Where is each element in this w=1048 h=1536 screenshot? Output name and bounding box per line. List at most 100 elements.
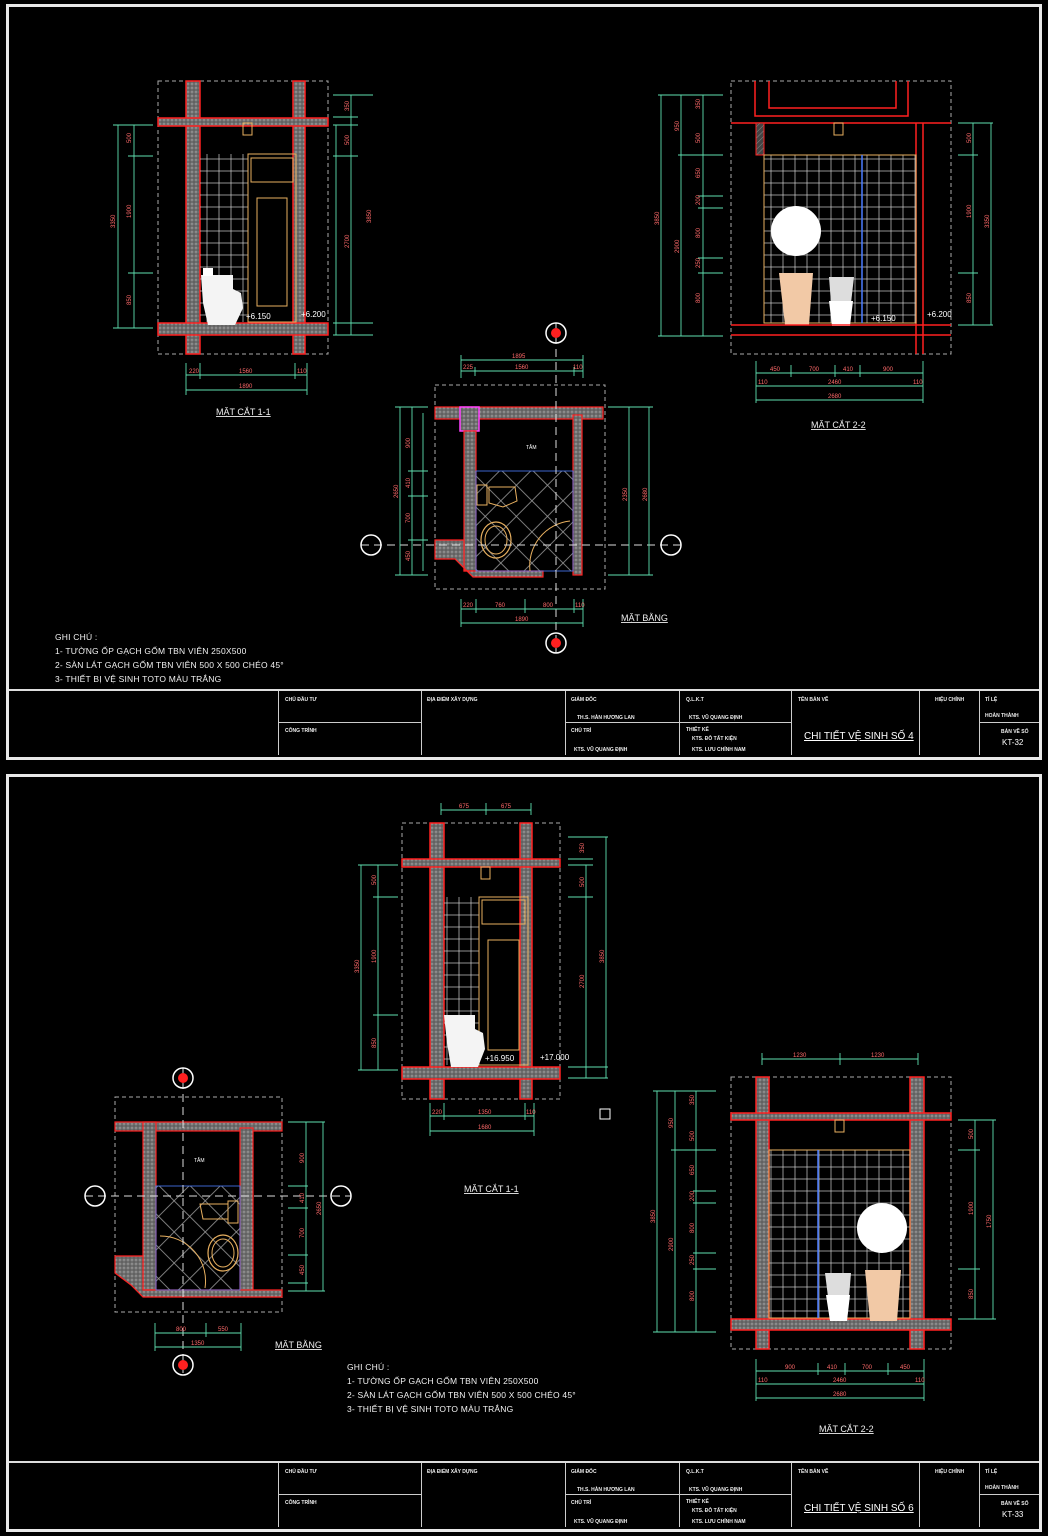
label-chu-tri: CHỦ TRÌ [571,1500,592,1506]
section-marker-bottom-icon [172,1354,194,1376]
svg-text:500: 500 [372,874,378,885]
svg-text:1230: 1230 [871,1053,885,1059]
section-marker-left-icon [360,534,382,556]
label-chu-dau-tu: CHỦ ĐẦU TƯ [285,1469,317,1475]
svg-text:2350: 2350 [623,487,629,501]
drawing-name: CHI TIẾT VỆ SINH SỐ 6 [804,1503,914,1514]
svg-text:500: 500 [127,132,133,143]
label-hieu-chinh: HIỆU CHỈNH [935,697,965,703]
svg-text:2680: 2680 [833,1392,847,1398]
general-notes: GHI CHÚ : 1- TƯỜNG ỐP GẠCH GỐM TBN VIÊN … [55,630,284,686]
svg-text:110: 110 [575,603,585,609]
svg-text:1895: 1895 [512,354,526,360]
svg-text:2900: 2900 [669,1237,675,1251]
svg-text:700: 700 [809,367,820,373]
section-marker-top-icon [172,1067,194,1089]
svg-text:850: 850 [967,292,973,303]
svg-text:410: 410 [300,1192,306,1203]
label-ti-le: TỈ LỆ [985,1469,998,1475]
svg-text:110: 110 [526,1110,536,1116]
label-ban-ve-so: BẢN VẼ SỐ [1001,1501,1029,1507]
svg-text:410: 410 [843,367,854,373]
svg-text:1350: 1350 [478,1110,492,1116]
svg-text:2680: 2680 [643,487,649,501]
note-item: 3- THIẾT BỊ VỆ SINH TOTO MÀU TRẮNG [347,1404,514,1414]
label-hieu-chinh: HIỆU CHỈNH [935,1469,965,1475]
name-thiet-ke: KTS. LƯU CHÍNH NAM [692,1519,746,1525]
label-hoan-thanh: HOÀN THÀNH [985,713,1019,719]
section-2-2-view: +6.150 +6.200 3850 950 2900 350 500 [655,80,993,430]
svg-text:800: 800 [690,1290,696,1301]
svg-text:2650: 2650 [394,484,400,498]
svg-text:2460: 2460 [828,380,842,386]
svg-text:250: 250 [696,257,702,268]
svg-text:350: 350 [345,100,351,111]
section-1-1-title: MẶT CẮT 1-1 [216,407,271,417]
svg-text:450: 450 [900,1365,911,1371]
svg-text:2680: 2680 [828,394,842,400]
svg-text:+6.200: +6.200 [301,310,326,319]
svg-text:1350: 1350 [191,1341,205,1347]
svg-text:850: 850 [372,1037,378,1048]
svg-text:700: 700 [300,1227,306,1238]
svg-text:+6.150: +6.150 [246,312,271,321]
svg-text:3850: 3850 [655,211,661,225]
svg-text:650: 650 [690,1164,696,1175]
svg-text:350: 350 [690,1094,696,1105]
floor-plan-view: TẮM 1895 225 [360,322,683,654]
general-notes: GHI CHÚ : 1- TƯỜNG ỐP GẠCH GỐM TBN VIÊN … [347,1360,576,1416]
label-chu-tri: CHỦ TRÌ [571,728,592,734]
svg-text:TẮM: TẮM [194,1156,205,1164]
svg-text:+6.200: +6.200 [927,310,952,319]
svg-text:1680: 1680 [478,1125,492,1131]
svg-text:900: 900 [785,1365,796,1371]
svg-text:550: 550 [218,1327,229,1333]
svg-text:2460: 2460 [833,1378,847,1384]
svg-text:110: 110 [758,1378,768,1384]
svg-text:2700: 2700 [345,234,351,248]
svg-text:800: 800 [690,1222,696,1233]
svg-text:1900: 1900 [127,204,133,218]
svg-text:220: 220 [463,603,474,609]
svg-text:250: 250 [690,1254,696,1265]
svg-text:800: 800 [696,292,702,303]
label-ti-le: TỈ LỆ [985,697,998,703]
svg-text:2900: 2900 [675,239,681,253]
svg-text:450: 450 [406,550,412,561]
svg-text:700: 700 [406,512,412,523]
label-ban-ve-so: BẢN VẼ SỐ [1001,729,1029,735]
name-qlkt: KTS. VŨ QUANG ĐỊNH [689,715,743,721]
svg-text:850: 850 [127,294,133,305]
svg-text:3850: 3850 [600,949,606,963]
name-qlkt: KTS. VŨ QUANG ĐỊNH [689,1487,743,1493]
svg-text:900: 900 [406,437,412,448]
svg-text:760: 760 [495,603,506,609]
label-hoan-thanh: HOÀN THÀNH [985,1485,1019,1491]
svg-text:110: 110 [913,380,923,386]
svg-text:200: 200 [690,1190,696,1201]
svg-text:1750: 1750 [987,1214,993,1228]
svg-text:+17.000: +17.000 [540,1053,570,1062]
svg-text:110: 110 [573,365,583,371]
svg-text:3350: 3350 [355,959,361,973]
svg-text:700: 700 [862,1365,873,1371]
section-marker-right-icon [660,534,682,556]
drawing-sheet-kt33: +16.950 +17.000 675 675 3350 500 [6,774,1042,1532]
note-item: 2- SÀN LÁT GẠCH GỐM TBN VIÊN 500 X 500 C… [55,660,284,670]
section-marker-right-icon [330,1185,352,1207]
svg-text:675: 675 [501,804,512,810]
svg-text:450: 450 [300,1264,306,1275]
floor-plan-title: MẶT BẰNG [621,613,668,623]
section-1-1-title: MẶT CẮT 1-1 [464,1184,519,1194]
section-2-2-view: 1230 1230 3850 950 2900 350 500 650 200 … [651,1053,996,1434]
section-marker-top-icon [545,322,567,344]
svg-text:225: 225 [463,365,474,371]
notes-heading: GHI CHÚ : [55,632,98,642]
label-giam-doc: GIÁM ĐỐC [571,1469,597,1475]
section-2-2-title: MẶT CẮT 2-2 [819,1424,874,1434]
title-block: CHỦ ĐẦU TƯ CÔNG TRÌNH ĐỊA ĐIỂM XÂY DỰNG … [9,1461,1039,1529]
section-1-1-view: +6.150 +6.200 3350 500 1900 850 3850 [111,80,373,417]
svg-text:2700: 2700 [580,974,586,988]
svg-text:800: 800 [176,1327,187,1333]
svg-text:1890: 1890 [239,384,253,390]
